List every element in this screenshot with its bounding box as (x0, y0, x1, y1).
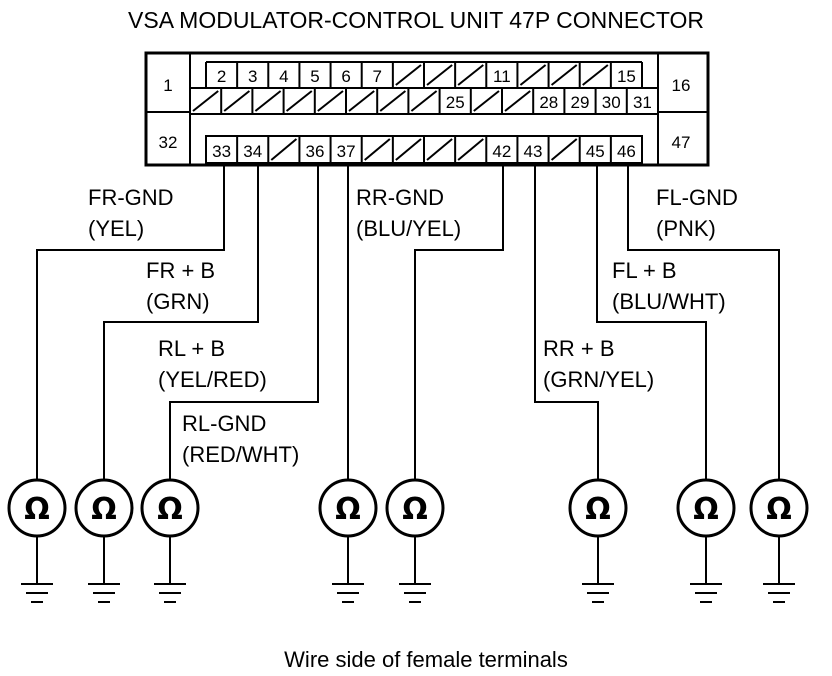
label-fl-gnd-color: (PNK) (656, 216, 716, 241)
label-fr-gnd-name: FR-GND (88, 185, 174, 210)
empty-cavity-hatch (426, 64, 453, 86)
label-fl-b-color: (BLU/WHT) (612, 289, 726, 314)
pin-34-label: 34 (243, 142, 262, 161)
pin-2-label: 2 (217, 67, 226, 86)
empty-cavity-hatch (270, 138, 298, 161)
wire-fl-b (596, 165, 707, 480)
pin-11-label: 11 (493, 67, 511, 86)
empty-cavity-hatch (364, 138, 391, 161)
empty-cavity-hatch (504, 90, 531, 112)
wire-labels: FR-GND (YEL) FR + B (GRN) RL + B (YEL/RE… (88, 185, 738, 467)
label-rl-gnd-color: (RED/WHT) (182, 442, 299, 467)
ohmmeter-2: Ω (74, 478, 134, 603)
label-rr-b-color: (GRN/YEL) (543, 367, 654, 392)
pin-5-label: 5 (310, 67, 319, 86)
connector-row-3: 33 34 36 37 42 43 45 46 (205, 135, 643, 164)
label-fl-b-name: FL + B (612, 258, 677, 283)
pin-37-label: 37 (337, 142, 356, 161)
label-rr-gnd-color: (BLU/YEL) (356, 216, 461, 241)
pin-47-label: 47 (672, 133, 691, 152)
pin-29-label: 29 (571, 93, 590, 112)
pin-36-label: 36 (306, 142, 325, 161)
pin-30-label: 30 (602, 93, 621, 112)
label-fr-gnd-color: (YEL) (88, 216, 144, 241)
pin-31-label: 31 (633, 93, 652, 112)
diagram-title: VSA MODULATOR-CONTROL UNIT 47P CONNECTOR (128, 7, 704, 33)
empty-cavity-hatch (192, 90, 219, 112)
pin-46-label: 46 (617, 142, 636, 161)
empty-cavity-hatch (254, 90, 282, 112)
pin-32-label: 32 (159, 133, 178, 152)
empty-cavity-hatch (223, 90, 251, 112)
pin-43-label: 43 (524, 142, 543, 161)
pin-42-label: 42 (492, 142, 511, 161)
ohm-icon: Ω (585, 492, 611, 527)
wire-rr-b (534, 165, 599, 480)
label-rr-b-name: RR + B (543, 336, 615, 361)
wire-rl-b (169, 165, 319, 480)
footer-caption: Wire side of female terminals (284, 647, 568, 672)
ohmmeter-4: Ω (318, 478, 378, 603)
empty-cavity-hatch (410, 90, 438, 112)
ohmmeter-7: Ω (676, 478, 736, 603)
ohm-icon: Ω (766, 492, 792, 527)
ohmmeter-8: Ω (749, 478, 809, 603)
empty-cavity-hatch (348, 90, 375, 112)
pin-1-label: 1 (163, 76, 172, 95)
empty-cavity-hatch (582, 64, 609, 86)
wires (36, 165, 780, 480)
ohmmeter-1: Ω (7, 478, 67, 603)
wire-fr-b (103, 165, 259, 480)
wire-fl-gnd (627, 165, 780, 480)
pin-6-label: 6 (341, 67, 350, 86)
connector-row-1: 2 3 4 5 6 7 11 15 (205, 61, 643, 88)
ohm-icon: Ω (24, 492, 50, 527)
label-rl-b-name: RL + B (158, 336, 225, 361)
empty-cavity-hatch (550, 64, 578, 86)
empty-cavity-hatch (519, 64, 547, 86)
ohm-icon: Ω (157, 492, 183, 527)
label-fr-b-color: (GRN) (146, 289, 210, 314)
wire-fr-gnd (36, 165, 225, 480)
empty-cavity-hatch (285, 90, 313, 112)
ohm-icon: Ω (402, 492, 428, 527)
pin-33-label: 33 (212, 142, 231, 161)
connector-row-2: 25 28 29 30 31 (190, 87, 658, 115)
pin-15-label: 15 (617, 67, 636, 86)
empty-cavity-hatch (379, 90, 407, 112)
label-fr-b-name: FR + B (146, 258, 215, 283)
ohm-icon: Ω (693, 492, 719, 527)
ohmmeter-6: Ω (568, 478, 628, 603)
pin-7-label: 7 (373, 67, 382, 86)
empty-cavity-hatch (426, 138, 453, 161)
pin-28-label: 28 (539, 93, 558, 112)
ohm-icon: Ω (335, 492, 361, 527)
empty-cavity-hatch (457, 64, 484, 86)
empty-cavity-hatch (395, 138, 422, 161)
label-fl-gnd-name: FL-GND (656, 185, 738, 210)
pin-16-label: 16 (672, 76, 691, 95)
label-rl-b-color: (YEL/RED) (158, 367, 267, 392)
empty-cavity-hatch (457, 138, 484, 161)
ohm-icon: Ω (91, 492, 117, 527)
connector-body (144, 51, 710, 167)
empty-cavity-hatch (550, 138, 578, 161)
pin-45-label: 45 (586, 142, 605, 161)
empty-cavity-hatch (317, 90, 344, 112)
ohmmeter-5: Ω (385, 478, 445, 603)
empty-cavity-hatch (395, 64, 422, 86)
pin-4-label: 4 (279, 67, 288, 86)
pin-3-label: 3 (248, 67, 257, 86)
label-rr-gnd-name: RR-GND (356, 185, 444, 210)
label-rl-gnd-name: RL-GND (182, 411, 266, 436)
empty-cavity-hatch (473, 90, 500, 112)
ohmmeter-3: Ω (140, 478, 200, 603)
pin-25-label: 25 (446, 93, 465, 112)
wire-rr-gnd (414, 165, 504, 480)
